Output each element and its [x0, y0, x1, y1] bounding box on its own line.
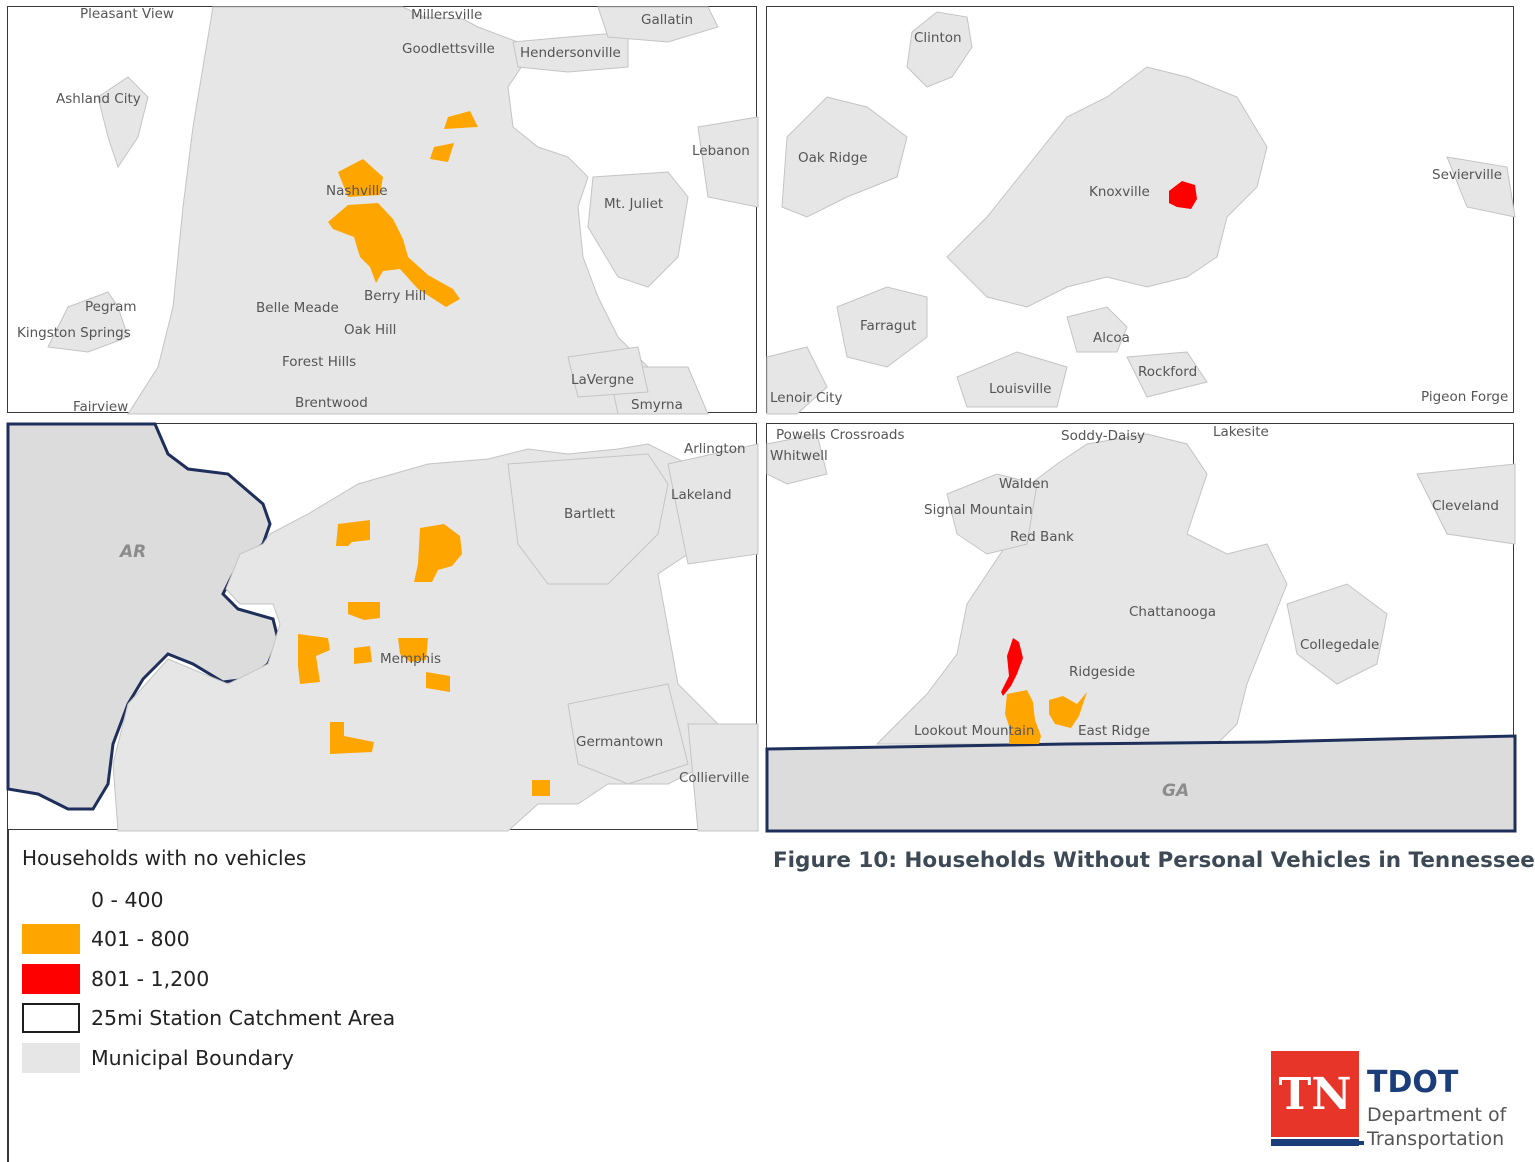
household-tract-401-800 — [298, 634, 330, 684]
legend-title: Households with no vehicles — [22, 846, 307, 870]
household-tract-401-800 — [532, 780, 550, 796]
logo-line: Department of — [1367, 1104, 1507, 1126]
louisville-area — [956, 351, 1068, 408]
chattanooga-map — [765, 433, 1517, 833]
bartlett-area — [507, 453, 669, 585]
map-legend: Households with no vehicles 0 - 400 401 … — [22, 846, 522, 1078]
household-tract-401-800 — [1049, 692, 1087, 728]
household-tract-401-800 — [430, 143, 454, 162]
georgia-area — [765, 734, 1517, 833]
legend-swatch-municipal — [22, 1042, 80, 1073]
legend-label: 401 - 800 — [91, 927, 190, 952]
sevierville-area — [1446, 156, 1516, 218]
logo-bar — [1271, 1139, 1359, 1146]
household-tract-401-800 — [328, 203, 460, 307]
legend-item: 401 - 800 — [22, 920, 522, 960]
map-panel-nashville[interactable]: Pleasant View Millersville Gallatin Good… — [7, 6, 759, 415]
household-tract-401-800 — [398, 638, 428, 662]
knoxville-map — [766, 11, 1516, 415]
household-tract-801-1200 — [1001, 638, 1023, 696]
tn-mark: TN — [1271, 1051, 1359, 1137]
logo-bar — [1359, 1141, 1364, 1145]
legend-item: 25mi Station Catchment Area — [22, 999, 522, 1039]
signal-mountain-area — [946, 473, 1038, 555]
hendersonville-area — [512, 31, 629, 73]
lebanon-area — [697, 116, 759, 208]
household-tract-401-800 — [414, 524, 462, 582]
map-panel-memphis[interactable]: AR Arlington Lakeland Bartlett Memphis G… — [6, 422, 759, 832]
logo-line: Transportation — [1367, 1128, 1505, 1150]
germantown-area — [567, 683, 689, 785]
alcoa-area — [1066, 306, 1128, 353]
household-tract-401-800 — [338, 159, 383, 197]
farragut-area — [836, 286, 928, 368]
gallatin-area — [597, 6, 719, 43]
chattanooga-municipal-area — [875, 433, 1288, 745]
lavergne-area — [567, 346, 649, 398]
whitwell-area — [766, 433, 828, 485]
oakridge-area — [781, 96, 908, 218]
legend-item: 0 - 400 — [22, 880, 522, 920]
legend-item: Municipal Boundary — [22, 1038, 522, 1078]
legend-swatch-0-400 — [22, 884, 80, 915]
mtjuliet-area — [587, 171, 689, 288]
page-border — [7, 830, 9, 1162]
clinton-area — [906, 11, 973, 88]
nashville-municipal-area — [127, 6, 689, 415]
household-tract-401-800 — [348, 602, 380, 620]
cleveland-area — [1416, 463, 1516, 545]
household-tract-401-800 — [1005, 690, 1041, 744]
legend-swatch-catchment — [22, 1003, 80, 1034]
pegram-area — [47, 291, 129, 353]
lenoircity-area — [766, 346, 828, 415]
household-tract-401-800 — [444, 111, 478, 129]
legend-item: 801 - 1,200 — [22, 959, 522, 999]
lakeland-area — [667, 443, 759, 565]
household-tract-801-1200 — [1169, 181, 1197, 209]
legend-swatch-401-800 — [22, 924, 80, 955]
tdot-logo: TN TDOT Department of Transportation — [1271, 1051, 1511, 1151]
nashville-map — [47, 6, 759, 415]
collierville-area — [687, 723, 759, 832]
legend-label: 801 - 1,200 — [91, 966, 210, 991]
legend-label: Municipal Boundary — [91, 1045, 294, 1070]
household-tract-401-800 — [330, 722, 374, 754]
map-panel-chattanooga[interactable]: GA Powells Crossroads Soddy-Daisy Lakesi… — [765, 423, 1517, 833]
knoxville-area — [946, 66, 1268, 308]
memphis-map — [6, 422, 759, 832]
ashland-area — [97, 76, 149, 169]
collegedale-area — [1286, 583, 1388, 685]
household-tract-401-800 — [426, 672, 450, 692]
legend-swatch-801-1200 — [22, 963, 80, 994]
logo-subtitle: Department of Transportation — [1367, 1103, 1506, 1151]
legend-label: 0 - 400 — [91, 887, 164, 912]
legend-label: 25mi Station Catchment Area — [91, 1006, 396, 1031]
logo-name: TDOT — [1367, 1065, 1459, 1100]
map-panel-knoxville[interactable]: Clinton Oak Ridge Knoxville Sevierville … — [766, 6, 1516, 415]
figure-title: Figure 10: Households Without Personal V… — [773, 848, 1535, 873]
rockford-area — [1126, 351, 1208, 398]
household-tract-401-800 — [354, 646, 372, 664]
household-tract-401-800 — [336, 520, 370, 546]
